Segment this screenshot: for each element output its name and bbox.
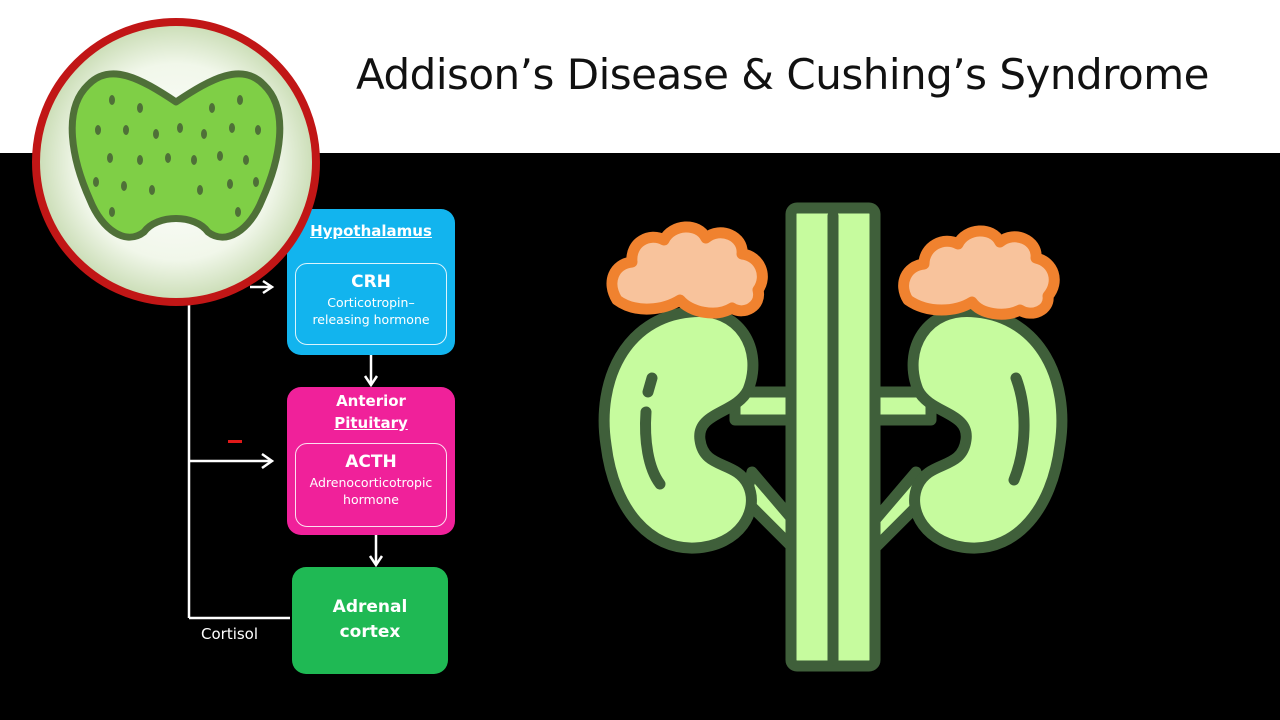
crh-desc-line1: Corticotropin– — [327, 295, 415, 310]
adrenal-line1: Adrenal — [332, 597, 408, 617]
hypothalamus-title: Hypothalamus — [310, 222, 432, 240]
adrenal-cortex-box: Adrenal cortex — [292, 567, 448, 674]
pituitary-title-line1: Anterior — [336, 392, 406, 410]
crh-panel: CRH Corticotropin– releasing hormone — [295, 263, 447, 345]
adrenal-cortex-label: Adrenal cortex — [292, 595, 448, 645]
page-title: Addison’s Disease & Cushing’s Syndrome — [356, 50, 1209, 99]
pituitary-box: Anterior Pituitary ACTH Adrenocorticotro… — [287, 387, 455, 535]
crh-desc-line2: releasing hormone — [312, 312, 430, 327]
negative-feedback-sign — [228, 440, 242, 443]
acth-desc-line1: Adrenocorticotropic — [309, 475, 433, 490]
acth-panel: ACTH Adrenocorticotropic hormone — [295, 443, 447, 527]
acth-desc-line2: hormone — [343, 492, 399, 507]
pituitary-title-line2: Pituitary — [334, 414, 408, 432]
crh-label: CRH — [351, 272, 391, 292]
adrenal-line2: cortex — [339, 622, 401, 642]
acth-label: ACTH — [345, 452, 397, 472]
hypothalamus-box: Hypothalamus CRH Corticotropin– releasin… — [287, 209, 455, 355]
cortisol-label: Cortisol — [201, 625, 259, 643]
